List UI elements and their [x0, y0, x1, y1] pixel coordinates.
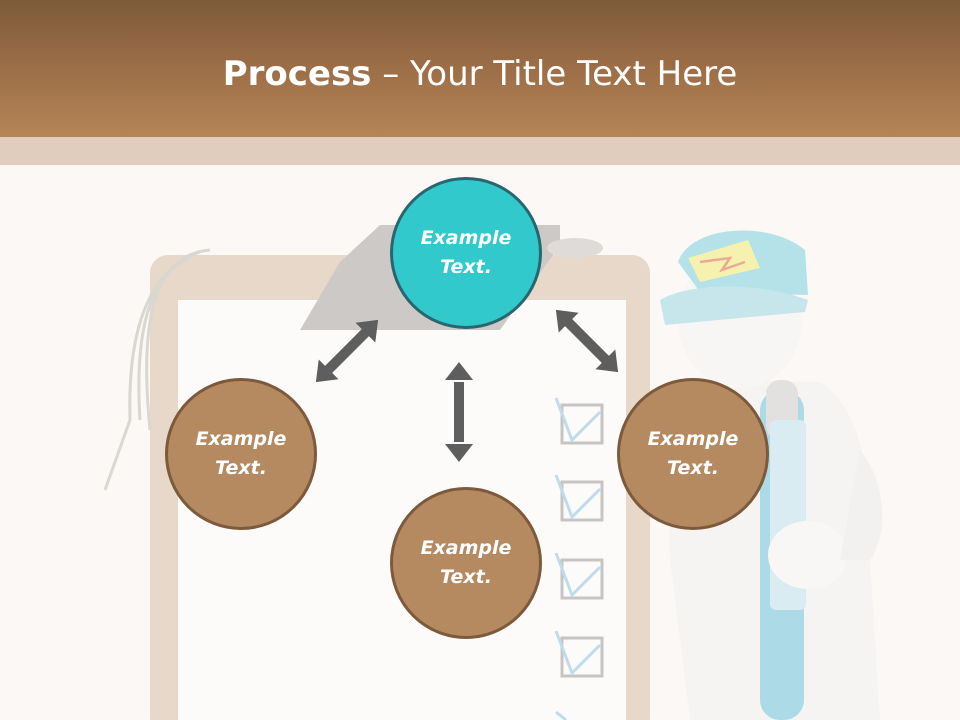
title-rest: – Your Title Text Here [371, 54, 738, 94]
node-label-right: Example Text. [647, 428, 739, 479]
title-header [0, 0, 960, 137]
node-label-top: Example Text. [420, 227, 512, 278]
process-node-left: Example Text. [165, 378, 317, 530]
title-bold: Process [222, 54, 372, 94]
double-arrow-icon [315, 319, 379, 383]
node-label-left: Example Text. [195, 428, 287, 479]
process-node-top: Example Text. [390, 177, 542, 329]
process-node-right: Example Text. [617, 378, 769, 530]
slide-title: Process – Your Title Text Here [0, 52, 960, 96]
double-arrow-icon [445, 362, 473, 462]
node-label-bottom: Example Text. [420, 537, 512, 588]
arrows [315, 309, 619, 462]
checkbox-icon [554, 397, 604, 720]
double-arrow-icon [555, 309, 619, 373]
process-node-bottom: Example Text. [390, 487, 542, 639]
header-band [0, 137, 960, 165]
